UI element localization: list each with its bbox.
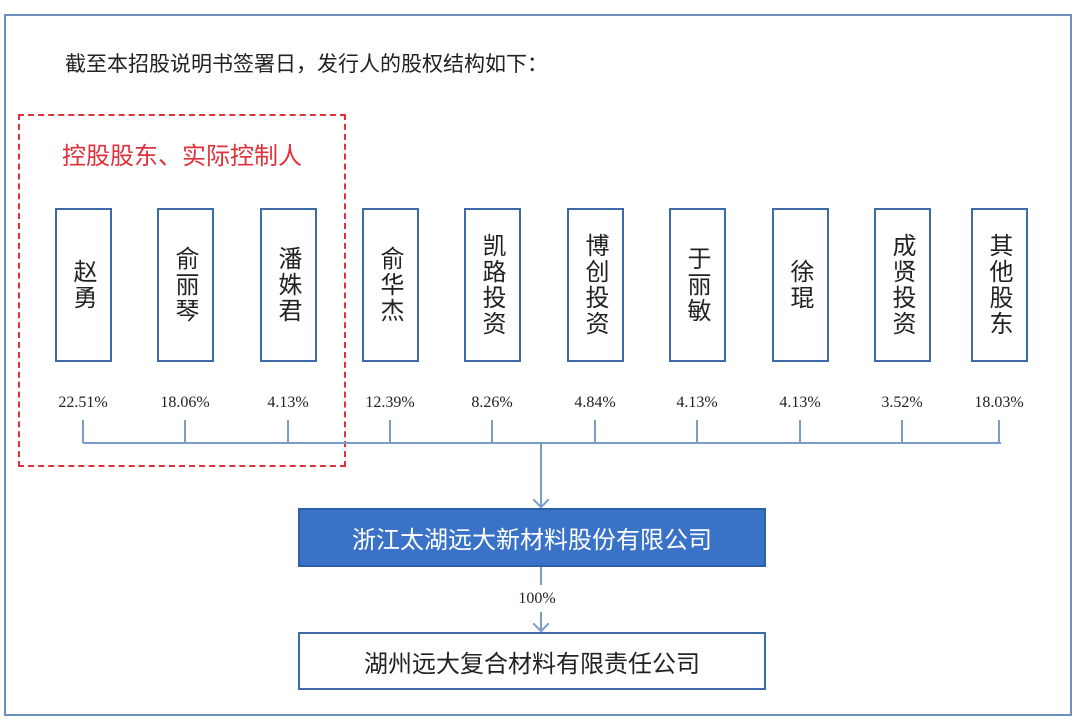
shareholder-percentage: 4.13% xyxy=(779,394,821,411)
shareholder-name: 潘姝君 xyxy=(274,246,302,324)
issuer-company-box: 浙江太湖远大新材料股份有限公司 xyxy=(298,508,766,567)
subsidiary-company-box: 湖州远大复合材料有限责任公司 xyxy=(298,632,766,690)
shareholder-name: 其他股东 xyxy=(985,233,1013,337)
shareholder-connector xyxy=(901,420,903,443)
shareholder-connector xyxy=(799,420,801,443)
shareholder-box: 赵勇 xyxy=(55,208,112,362)
shareholder-name: 俞华杰 xyxy=(376,246,404,324)
shareholder-percentage: 3.52% xyxy=(881,394,923,411)
shareholder-box: 徐琨 xyxy=(772,208,829,362)
shareholder-box: 博创投资 xyxy=(567,208,624,362)
controller-group-label: 控股股东、实际控制人 xyxy=(62,142,302,170)
shareholder-name: 凯路投资 xyxy=(478,233,506,337)
shareholder-connector xyxy=(594,420,596,443)
shareholder-connector xyxy=(491,420,493,443)
shareholder-box: 于丽敏 xyxy=(669,208,726,362)
shareholder-percentage: 4.13% xyxy=(267,394,309,411)
connector-to-issuer xyxy=(540,442,542,506)
shareholder-percentage: 22.51% xyxy=(58,394,108,411)
shareholder-name: 徐琨 xyxy=(786,259,814,311)
shareholder-box: 凯路投资 xyxy=(464,208,521,362)
controller-group-box xyxy=(18,114,346,467)
connector-upper xyxy=(540,567,542,585)
shareholder-connector xyxy=(696,420,698,443)
subsidiary-name: 湖州远大复合材料有限责任公司 xyxy=(364,649,700,678)
shareholder-connector xyxy=(184,420,186,443)
shareholder-connector xyxy=(287,420,289,443)
shareholder-box: 俞丽琴 xyxy=(157,208,214,362)
shareholder-percentage: 18.06% xyxy=(160,394,210,411)
shareholder-name: 俞丽琴 xyxy=(171,246,199,324)
shareholder-box: 成贤投资 xyxy=(874,208,931,362)
shareholder-name: 成贤投资 xyxy=(888,233,916,337)
shareholder-percentage: 18.03% xyxy=(974,394,1024,411)
bus-line xyxy=(83,442,1001,444)
shareholder-name: 赵勇 xyxy=(69,259,97,311)
shareholder-percentage: 4.84% xyxy=(574,394,616,411)
shareholder-percentage: 4.13% xyxy=(676,394,718,411)
shareholder-connector xyxy=(998,420,1000,443)
shareholder-percentage: 12.39% xyxy=(365,394,415,411)
subsidiary-percentage: 100% xyxy=(518,590,556,607)
issuer-name: 浙江太湖远大新材料股份有限公司 xyxy=(352,526,712,554)
shareholder-name: 于丽敏 xyxy=(683,246,711,324)
shareholder-box: 潘姝君 xyxy=(260,208,317,362)
intro-text: 截至本招股说明书签署日，发行人的股权结构如下： xyxy=(65,52,548,76)
shareholder-connector xyxy=(82,420,84,443)
shareholder-connector xyxy=(389,420,391,443)
shareholder-name: 博创投资 xyxy=(581,233,609,337)
shareholder-box: 其他股东 xyxy=(971,208,1028,362)
shareholder-percentage: 8.26% xyxy=(471,394,513,411)
diagram-frame xyxy=(4,14,1072,716)
shareholder-box: 俞华杰 xyxy=(362,208,419,362)
connector-lower xyxy=(540,612,542,630)
